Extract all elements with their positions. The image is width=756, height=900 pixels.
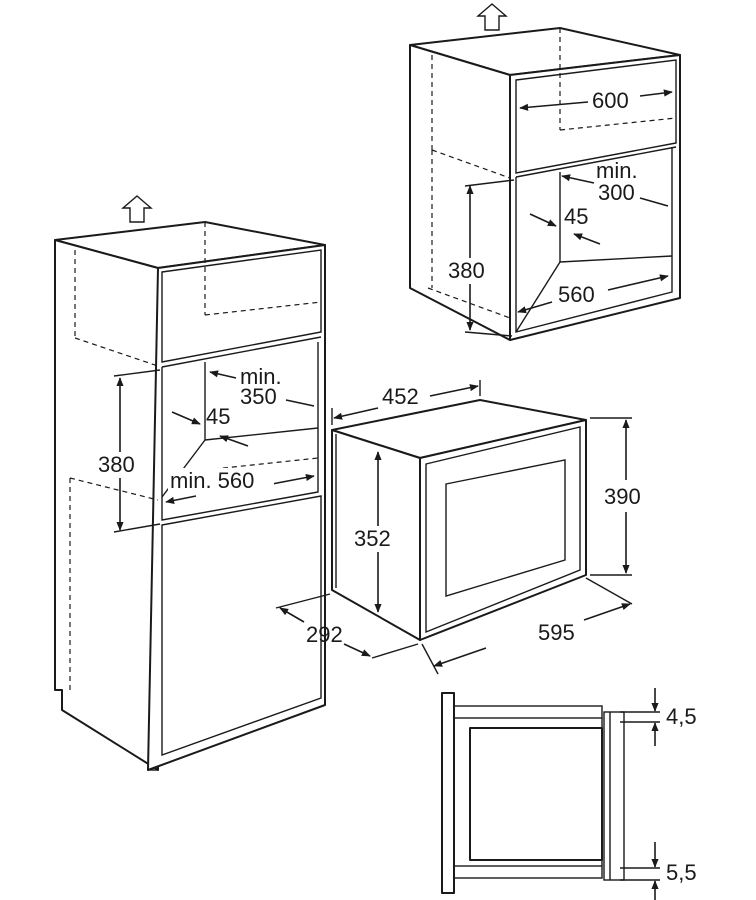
appliance-body-height-label: 352 bbox=[354, 526, 391, 551]
wall-cabinet-dimensions: 600 min. 300 45 380 560 bbox=[446, 88, 673, 337]
tall-height-label: 380 bbox=[98, 452, 135, 477]
wall-width-label: 600 bbox=[592, 88, 629, 113]
appliance-dimensions: 452 352 390 292 595 bbox=[275, 380, 641, 675]
tall-min-label: min. bbox=[240, 364, 282, 389]
side-bottom-gap-label: 5,5 bbox=[666, 860, 697, 885]
side-top-gap-label: 4,5 bbox=[666, 704, 697, 729]
appliance-top-depth-label: 452 bbox=[382, 384, 419, 409]
wall-min-label: min. bbox=[596, 158, 638, 183]
wall-niche-width-label: 560 bbox=[558, 282, 595, 307]
wall-cabinet bbox=[409, 27, 681, 341]
tall-width-label: min. 560 bbox=[170, 468, 254, 493]
side-detail-dimensions: 4,5 5,5 bbox=[651, 688, 697, 900]
tall-depth-label: 350 bbox=[240, 384, 277, 409]
wall-height-label: 380 bbox=[448, 258, 485, 283]
up-arrow-icon bbox=[121, 195, 153, 223]
tall-cabinet-dimensions: min. 350 45 380 min. 560 bbox=[96, 364, 315, 533]
tall-cabinet bbox=[54, 221, 326, 771]
appliance bbox=[331, 399, 587, 641]
side-section-detail bbox=[441, 692, 660, 894]
appliance-front-width-label: 595 bbox=[538, 620, 575, 645]
tall-gap-label: 45 bbox=[206, 404, 230, 429]
wall-gap-label: 45 bbox=[564, 204, 588, 229]
appliance-front-height-label: 390 bbox=[604, 484, 641, 509]
wall-depth-label: 300 bbox=[598, 180, 635, 205]
appliance-depth-label: 292 bbox=[306, 622, 343, 647]
up-arrow-icon bbox=[476, 3, 508, 31]
